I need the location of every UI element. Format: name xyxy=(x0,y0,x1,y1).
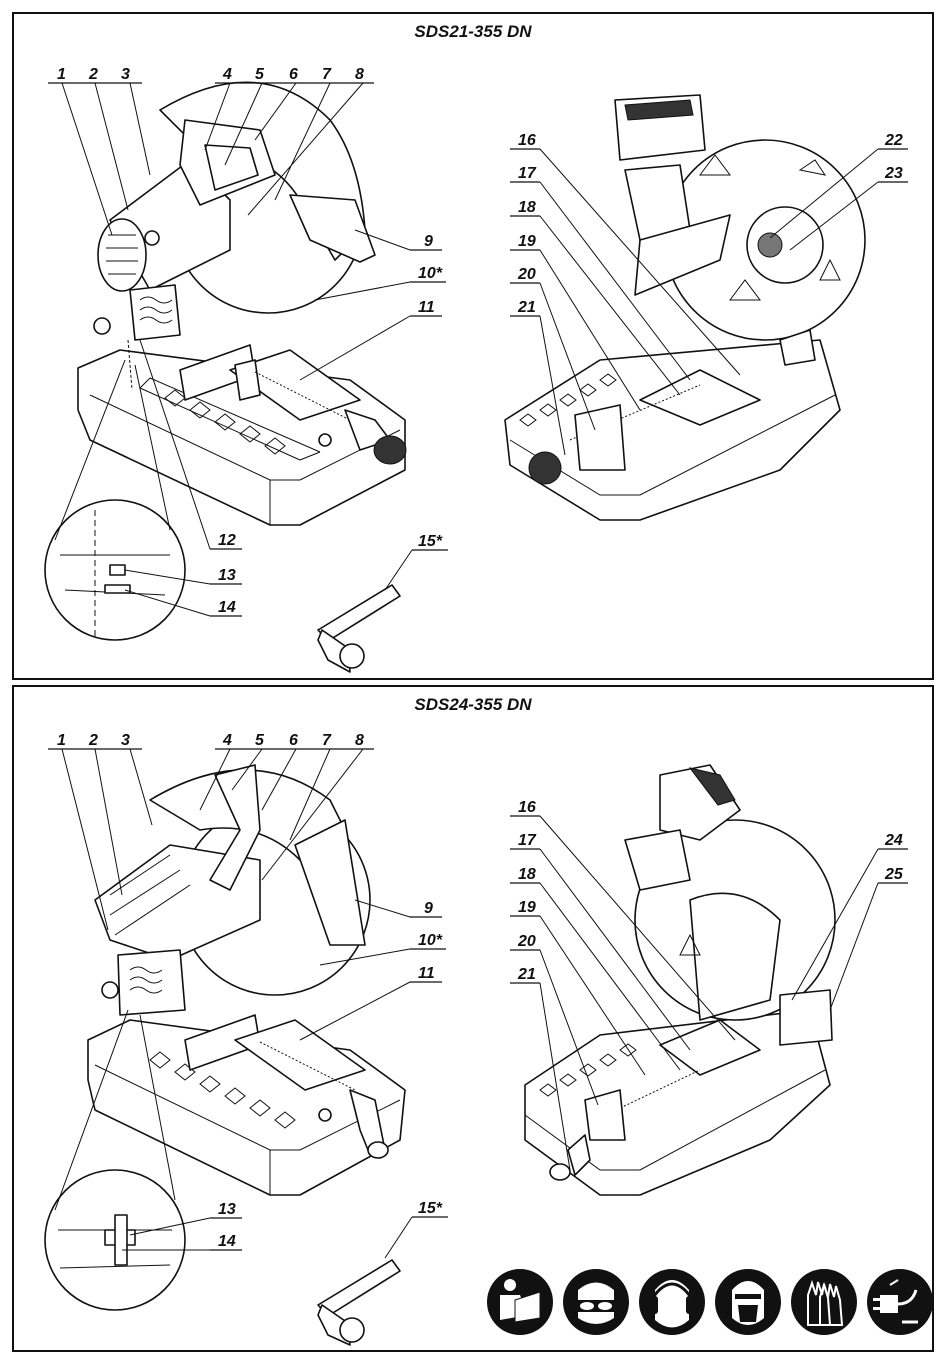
label-15: 15* xyxy=(418,1200,443,1217)
label-3: 3 xyxy=(121,732,130,749)
label-3: 3 xyxy=(121,66,130,83)
label-4: 4 xyxy=(222,66,232,83)
label-23: 23 xyxy=(884,165,903,182)
saw-front-view-sds24 xyxy=(88,765,405,1195)
label-10: 10* xyxy=(418,265,443,282)
label-17: 17 xyxy=(518,832,537,849)
vise-knob xyxy=(529,452,561,484)
label-8: 8 xyxy=(355,66,364,83)
safety-icons-row xyxy=(487,1269,933,1335)
label-15: 15* xyxy=(418,533,443,550)
label-4: 4 xyxy=(222,732,232,749)
label-6: 6 xyxy=(289,732,298,749)
label-18: 18 xyxy=(518,199,536,216)
saw-rear-view xyxy=(505,95,865,520)
unplug-before-service-icon xyxy=(867,1269,933,1335)
label-11: 11 xyxy=(418,965,435,982)
label-6: 6 xyxy=(289,66,298,83)
label-8: 8 xyxy=(355,732,364,749)
label-13: 13 xyxy=(218,567,236,584)
label-16: 16 xyxy=(518,132,536,149)
ear-protection-icon xyxy=(639,1269,705,1335)
label-17: 17 xyxy=(518,165,537,182)
label-7: 7 xyxy=(322,66,332,83)
label-9: 9 xyxy=(424,233,433,250)
vise-handle xyxy=(368,1142,388,1158)
label-20: 20 xyxy=(517,266,536,283)
protective-gloves-icon xyxy=(791,1269,857,1335)
label-24: 24 xyxy=(884,832,903,849)
label-7: 7 xyxy=(322,732,332,749)
label-19: 19 xyxy=(518,899,536,916)
label-21: 21 xyxy=(517,299,536,316)
label-25: 25 xyxy=(884,866,904,883)
saw-front-view xyxy=(78,82,406,525)
label-1: 1 xyxy=(57,66,66,83)
motor-vent xyxy=(98,219,146,291)
safety-goggles-icon xyxy=(563,1269,629,1335)
label-22: 22 xyxy=(884,132,903,149)
label-5: 5 xyxy=(255,732,265,749)
label-1: 1 xyxy=(57,732,66,749)
label-10: 10* xyxy=(418,932,443,949)
label-12: 12 xyxy=(218,532,236,549)
saw-rear-view-sds24 xyxy=(525,765,835,1195)
dust-mask-icon xyxy=(715,1269,781,1335)
label-19: 19 xyxy=(518,233,536,250)
vise-knob xyxy=(374,436,406,464)
label-11: 11 xyxy=(418,299,435,316)
label-2: 2 xyxy=(88,732,98,749)
label-13: 13 xyxy=(218,1201,236,1218)
label-21: 21 xyxy=(517,966,536,983)
wrench-tool xyxy=(318,585,400,672)
read-manual-icon xyxy=(487,1269,553,1335)
label-9: 9 xyxy=(424,900,433,917)
label-14: 14 xyxy=(218,1233,236,1250)
vise-handle xyxy=(550,1164,570,1180)
label-5: 5 xyxy=(255,66,265,83)
wrench-tool xyxy=(318,1260,400,1345)
label-16: 16 xyxy=(518,799,536,816)
label-18: 18 xyxy=(518,866,536,883)
label-2: 2 xyxy=(88,66,98,83)
label-14: 14 xyxy=(218,599,236,616)
label-20: 20 xyxy=(517,933,536,950)
